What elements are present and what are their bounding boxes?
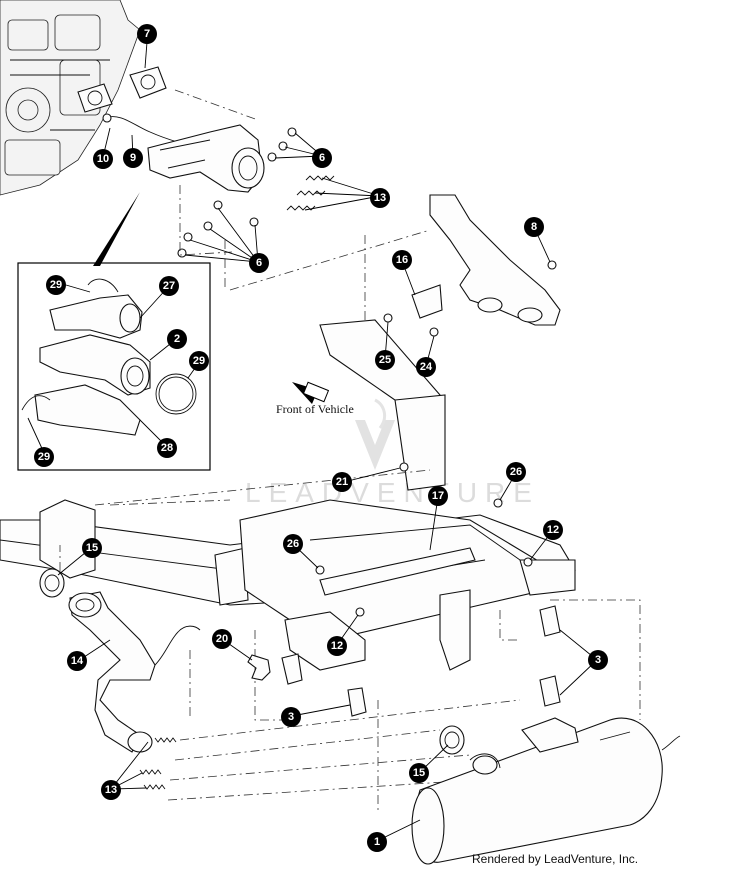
svg-text:3: 3 (595, 654, 601, 666)
svg-text:24: 24 (420, 361, 433, 373)
watermark-text: LEADVENTURE (245, 477, 540, 508)
svg-text:12: 12 (547, 524, 559, 536)
callout-17: 17 (428, 486, 448, 506)
mounting-bracket (429, 194, 561, 326)
callout-13-upper: 13 (370, 188, 390, 208)
svg-text:7: 7 (144, 28, 150, 40)
callout-12-right: 12 (543, 520, 563, 540)
svg-text:25: 25 (379, 354, 391, 366)
svg-text:29: 29 (193, 355, 205, 367)
callout-29-a: 29 (46, 275, 66, 295)
callout-15-upper: 15 (82, 538, 102, 558)
svg-text:15: 15 (413, 767, 425, 779)
svg-text:13: 13 (374, 192, 386, 204)
dashed-guides-lower (59, 469, 641, 810)
callout-3-right: 3 (588, 650, 608, 670)
svg-text:9: 9 (130, 152, 136, 164)
callout-28: 28 (157, 438, 177, 458)
svg-text:12: 12 (331, 640, 343, 652)
callout-21: 21 (332, 472, 352, 492)
svg-text:3: 3 (288, 711, 294, 723)
inset-detail (17, 192, 211, 471)
svg-text:29: 29 (38, 451, 50, 463)
svg-text:16: 16 (396, 254, 408, 266)
render-credit: Rendered by LeadVenture, Inc. (472, 852, 638, 866)
callout-29-b: 29 (189, 351, 209, 371)
svg-text:27: 27 (163, 280, 175, 292)
callout-26-right: 26 (506, 462, 526, 482)
exhaust-gaskets (77, 66, 167, 113)
callout-7: 7 (137, 24, 157, 44)
gasket-front (39, 568, 65, 598)
callout-16: 16 (392, 250, 412, 270)
svg-text:8: 8 (531, 221, 537, 233)
callout-3-left: 3 (281, 707, 301, 727)
springs-upper (286, 175, 335, 211)
springs-lower (139, 737, 177, 790)
svg-text:13: 13 (105, 784, 117, 796)
callout-27: 27 (159, 276, 179, 296)
callout-13-lower: 13 (101, 780, 121, 800)
front-of-vehicle-label: Front of Vehicle (276, 402, 354, 416)
callout-10: 10 (93, 149, 113, 169)
engine-block (0, 0, 141, 196)
exhaust-manifold-upper (147, 124, 265, 193)
front-of-vehicle-indicator: Front of Vehicle (276, 381, 354, 416)
callout-14: 14 (67, 651, 87, 671)
svg-text:17: 17 (432, 490, 444, 502)
svg-text:14: 14 (71, 655, 84, 667)
callout-29-c: 29 (34, 447, 54, 467)
sensor-tip (102, 113, 112, 123)
callout-8: 8 (524, 217, 544, 237)
svg-text:26: 26 (287, 538, 299, 550)
callout-24: 24 (416, 357, 436, 377)
svg-text:1: 1 (374, 836, 380, 848)
svg-text:29: 29 (50, 279, 62, 291)
callout-15-lower: 15 (409, 763, 429, 783)
svg-text:2: 2 (174, 333, 180, 345)
svg-text:21: 21 (336, 476, 348, 488)
svg-text:28: 28 (161, 442, 173, 454)
callout-12-left: 12 (327, 636, 347, 656)
callouts: 7 10 9 6 13 6 8 16 29 27 2 29 28 29 25 2… (34, 24, 608, 852)
callout-6-upper: 6 (312, 148, 332, 168)
rubber-isolators (281, 462, 561, 717)
callout-20: 20 (212, 629, 232, 649)
exhaust-pipe (68, 591, 201, 753)
callout-9: 9 (123, 148, 143, 168)
callout-25: 25 (375, 350, 395, 370)
svg-text:26: 26 (510, 466, 522, 478)
svg-text:20: 20 (216, 633, 228, 645)
small-bracket (383, 284, 443, 337)
callout-2: 2 (167, 329, 187, 349)
muffler (411, 717, 681, 865)
callout-6-lower: 6 (249, 253, 269, 273)
callout-1: 1 (367, 832, 387, 852)
callout-26-left: 26 (283, 534, 303, 554)
leadventure-watermark: LEADVENTURE (245, 398, 540, 508)
svg-text:6: 6 (256, 257, 262, 269)
svg-text:15: 15 (86, 542, 98, 554)
vehicle-frame (0, 319, 576, 671)
elbow-fitting (247, 654, 271, 681)
svg-text:6: 6 (319, 152, 325, 164)
svg-text:10: 10 (97, 153, 109, 165)
